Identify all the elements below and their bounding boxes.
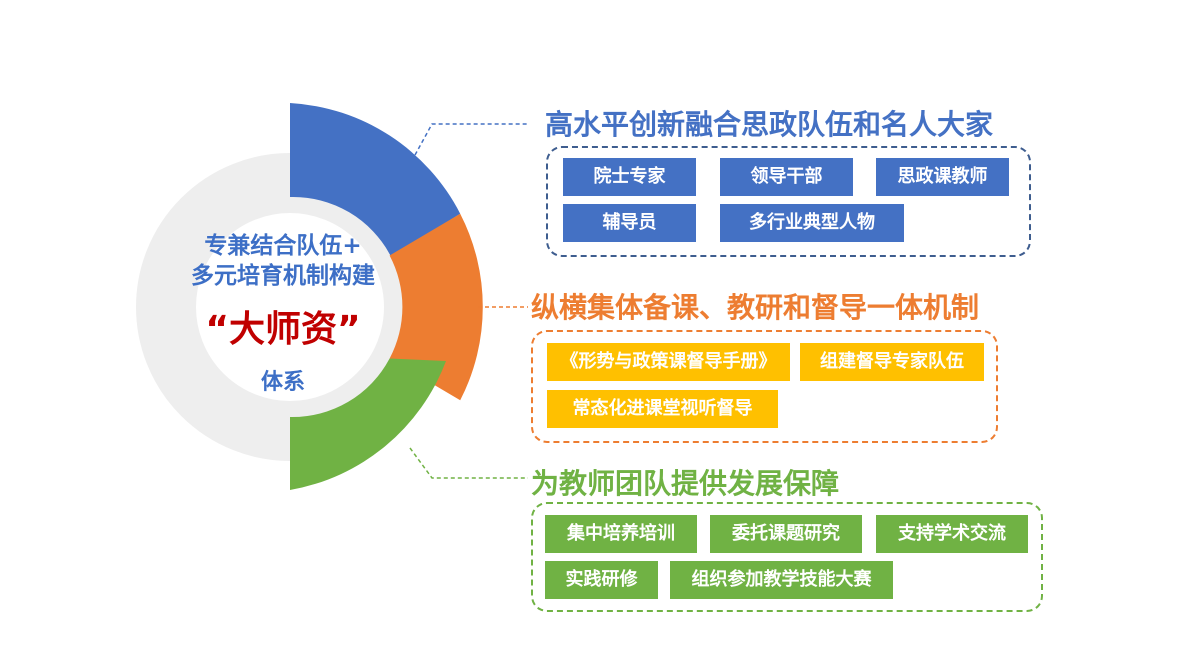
tag-commissioned-research: 委托课题研究	[710, 515, 862, 553]
segment-blue	[290, 103, 461, 257]
tag-academician-experts: 院士专家	[563, 158, 696, 196]
tag-centralized-training: 集中培养培训	[545, 515, 697, 553]
connector-blue	[414, 123, 528, 156]
connector-green	[409, 447, 528, 479]
tag-industry-figures: 多行业典型人物	[720, 204, 904, 242]
tag-group-development	[531, 502, 1043, 612]
segment-green	[290, 358, 446, 490]
section-title-development: 为教师团队提供发展保障	[531, 467, 840, 500]
tag-ideology-teachers: 思政课教师	[876, 158, 1009, 196]
tag-counselors: 辅导员	[563, 204, 696, 242]
tag-leading-cadres: 领导干部	[720, 158, 853, 196]
center-line-1: 专兼结合队伍+	[204, 233, 362, 259]
section-title-teams: 高水平创新融合思政队伍和名人大家	[545, 108, 994, 141]
tag-group-mechanism	[531, 330, 998, 443]
tag-group-teams	[546, 146, 1031, 257]
center-line-3: 体系	[260, 370, 305, 395]
tag-supervision-team: 组建督导专家队伍	[800, 343, 984, 381]
tag-teaching-contest: 组织参加教学技能大赛	[670, 561, 893, 599]
section-title-mechanism: 纵横集体备课、教研和督导一体机制	[531, 291, 980, 324]
tag-practice-study: 实践研修	[545, 561, 658, 599]
center-line-2: 多元培育机制构建	[191, 263, 375, 289]
tag-academic-exchange: 支持学术交流	[876, 515, 1028, 553]
tag-supervision-handbook: 《形势与政策课督导手册》	[547, 343, 790, 381]
tag-classroom-supervision: 常态化进课堂视听督导	[547, 390, 778, 428]
segment-orange	[389, 213, 483, 401]
center-highlight: “大师资”	[205, 309, 361, 350]
